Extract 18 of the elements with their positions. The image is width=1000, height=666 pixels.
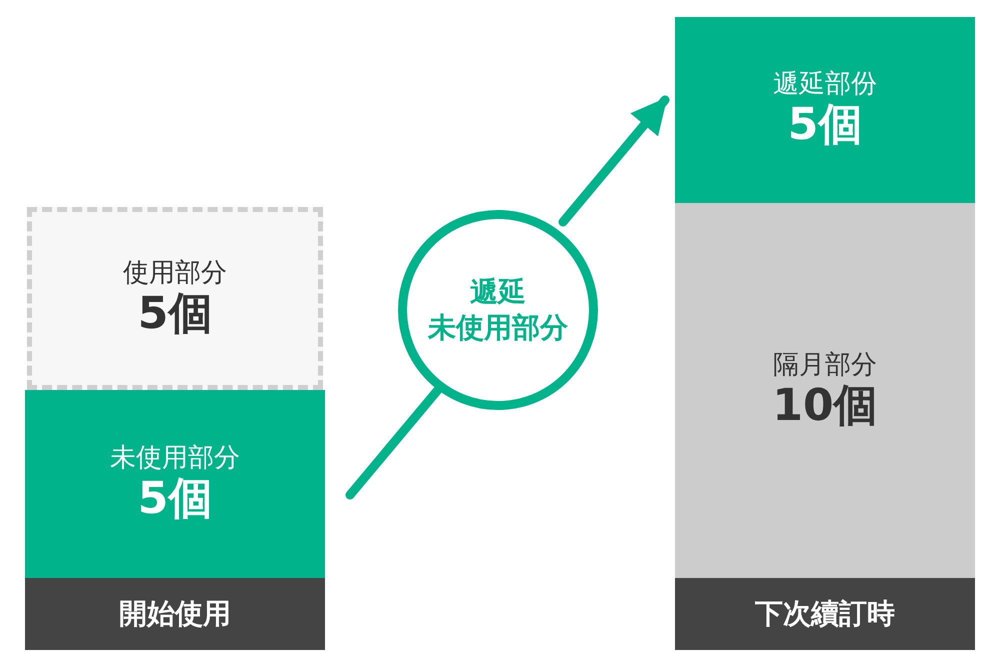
segment-label: 遞延部份 <box>773 69 877 100</box>
count-value: 5個 <box>788 100 862 151</box>
segment-label: 使用部分 <box>123 258 227 289</box>
count-value: 5個 <box>138 288 212 340</box>
next-month-segment <box>675 203 975 578</box>
arrow <box>558 96 670 226</box>
segment-label: 未使用部分 <box>110 443 240 474</box>
count-value: 10個 <box>772 380 878 432</box>
used-segment <box>27 207 323 390</box>
circle-label: 遞延未使用部分 <box>428 274 568 346</box>
unused-segment <box>25 390 325 578</box>
segment-label: 隔月部分 <box>773 350 877 381</box>
deferred-segment <box>675 17 975 203</box>
bar-base <box>25 578 325 650</box>
bar-base <box>675 578 975 650</box>
bar-label: 開始使用 <box>119 596 231 632</box>
count-value: 5個 <box>138 474 212 525</box>
bar-label: 下次續訂時 <box>755 596 895 632</box>
